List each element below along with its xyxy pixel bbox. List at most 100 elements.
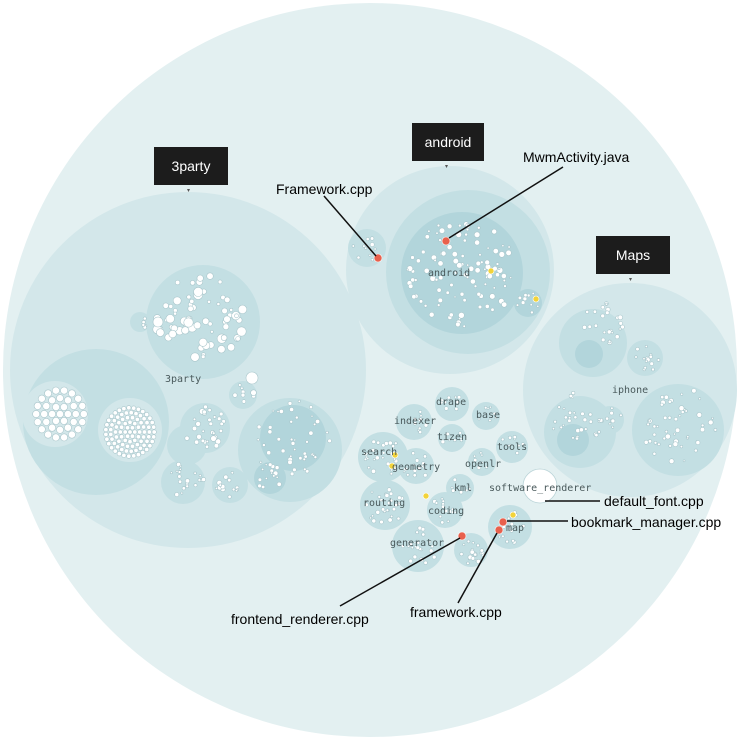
file-dot xyxy=(588,412,593,417)
folder-3party-sub-bottom-a[interactable] xyxy=(161,460,205,504)
file-dot xyxy=(686,435,690,439)
file-dot xyxy=(605,310,610,315)
file-dot xyxy=(459,437,463,441)
file-dot xyxy=(366,451,370,455)
file-dot xyxy=(607,339,612,344)
file-dot xyxy=(109,413,115,419)
folder-label-drape: drape xyxy=(436,397,466,408)
folder-base-circle[interactable] xyxy=(472,402,500,430)
folder-android-right-small[interactable] xyxy=(514,289,542,317)
file-dot xyxy=(484,303,490,309)
file-dot xyxy=(370,258,375,262)
file-highlight-yellow-5[interactable] xyxy=(388,462,396,470)
file-dot xyxy=(452,258,459,265)
file-dot xyxy=(608,422,612,426)
file-dot xyxy=(428,548,434,554)
file-dot xyxy=(446,223,453,230)
file-dot xyxy=(74,394,83,403)
file-framework-dot[interactable] xyxy=(494,525,504,535)
file-dot xyxy=(325,430,329,435)
file-highlight-yellow-2[interactable] xyxy=(532,295,540,303)
file-dot xyxy=(137,429,143,435)
file-dot xyxy=(377,495,382,499)
file-dot xyxy=(125,433,131,439)
file-dot xyxy=(109,445,115,451)
file-default-font-circle[interactable] xyxy=(522,468,558,504)
file-bookmark-manager-dot[interactable] xyxy=(498,517,508,527)
file-dot xyxy=(469,549,475,555)
file-dot xyxy=(178,479,183,484)
file-dot xyxy=(122,421,128,427)
file-dot xyxy=(293,438,297,442)
file-dot xyxy=(56,410,64,418)
file-dot xyxy=(215,486,219,490)
file-dot xyxy=(475,260,481,267)
file-dot xyxy=(224,296,231,303)
folder-label-iphone: iphone xyxy=(612,385,648,396)
file-dot xyxy=(149,419,155,425)
file-dot xyxy=(256,424,262,430)
file-mwmactivity-dot[interactable] xyxy=(441,236,451,246)
folder-android-core[interactable] xyxy=(418,229,506,317)
folder-3party-sub-tiny[interactable] xyxy=(130,312,150,332)
file-dot xyxy=(270,471,274,475)
file-dot xyxy=(223,474,229,480)
file-highlight-yellow-4[interactable] xyxy=(391,451,399,459)
folder-maps-sub-mid[interactable] xyxy=(596,406,624,434)
file-dot xyxy=(502,278,506,283)
file-dot xyxy=(146,424,152,430)
file-dot xyxy=(119,446,125,452)
file-dot xyxy=(180,491,184,495)
file-dot xyxy=(451,251,458,258)
file-dot xyxy=(551,427,555,431)
file-dot xyxy=(195,421,201,427)
file-dot xyxy=(389,498,394,503)
file-highlight-yellow-6[interactable] xyxy=(509,511,517,519)
folder-3party-sub-bottom-b[interactable] xyxy=(212,467,248,503)
file-dot xyxy=(501,301,508,308)
file-dot xyxy=(699,427,706,433)
file-dot xyxy=(486,246,490,250)
file-dot xyxy=(412,554,418,560)
file-dot xyxy=(652,451,657,456)
file-dot xyxy=(408,558,413,564)
file-dot xyxy=(445,431,450,437)
folder-3party-sub-mid2[interactable] xyxy=(167,425,207,465)
folder-drape-circle[interactable] xyxy=(435,387,469,421)
file-dot xyxy=(484,465,489,469)
folder-3party-sub-right-core[interactable] xyxy=(279,420,313,454)
file-dot xyxy=(652,432,657,437)
file-dot xyxy=(56,425,64,434)
file-dot xyxy=(618,321,623,326)
file-dot xyxy=(469,278,476,285)
file-dot xyxy=(391,444,396,449)
file-dot xyxy=(280,448,286,454)
file-dot xyxy=(406,473,410,477)
folder-tizen-circle[interactable] xyxy=(438,424,466,452)
root-circle[interactable] xyxy=(3,3,737,737)
file-dot xyxy=(175,279,181,286)
file-dot xyxy=(250,389,257,396)
file-dot xyxy=(635,347,640,352)
file-dot xyxy=(443,508,449,514)
file-dot xyxy=(240,386,244,390)
file-dot xyxy=(387,440,393,446)
file-dot xyxy=(465,275,470,279)
file-dot xyxy=(309,405,313,410)
file-dot xyxy=(207,321,213,327)
file-dot xyxy=(696,412,703,418)
file-dot xyxy=(298,456,303,461)
file-dot xyxy=(69,417,78,426)
file-dot xyxy=(497,267,501,270)
file-dot xyxy=(406,420,409,423)
file-dot xyxy=(42,417,51,426)
folder-maps-sub-tl-core[interactable] xyxy=(575,340,603,368)
file-dot xyxy=(115,444,121,450)
file-dot xyxy=(408,541,413,547)
file-highlight-yellow-1[interactable] xyxy=(487,267,495,275)
file-dot xyxy=(241,399,247,404)
file-dot xyxy=(580,411,585,416)
tag-android-caret: ▾ xyxy=(445,163,448,170)
file-highlight-yellow-3[interactable] xyxy=(422,492,430,500)
file-dot xyxy=(327,438,332,444)
